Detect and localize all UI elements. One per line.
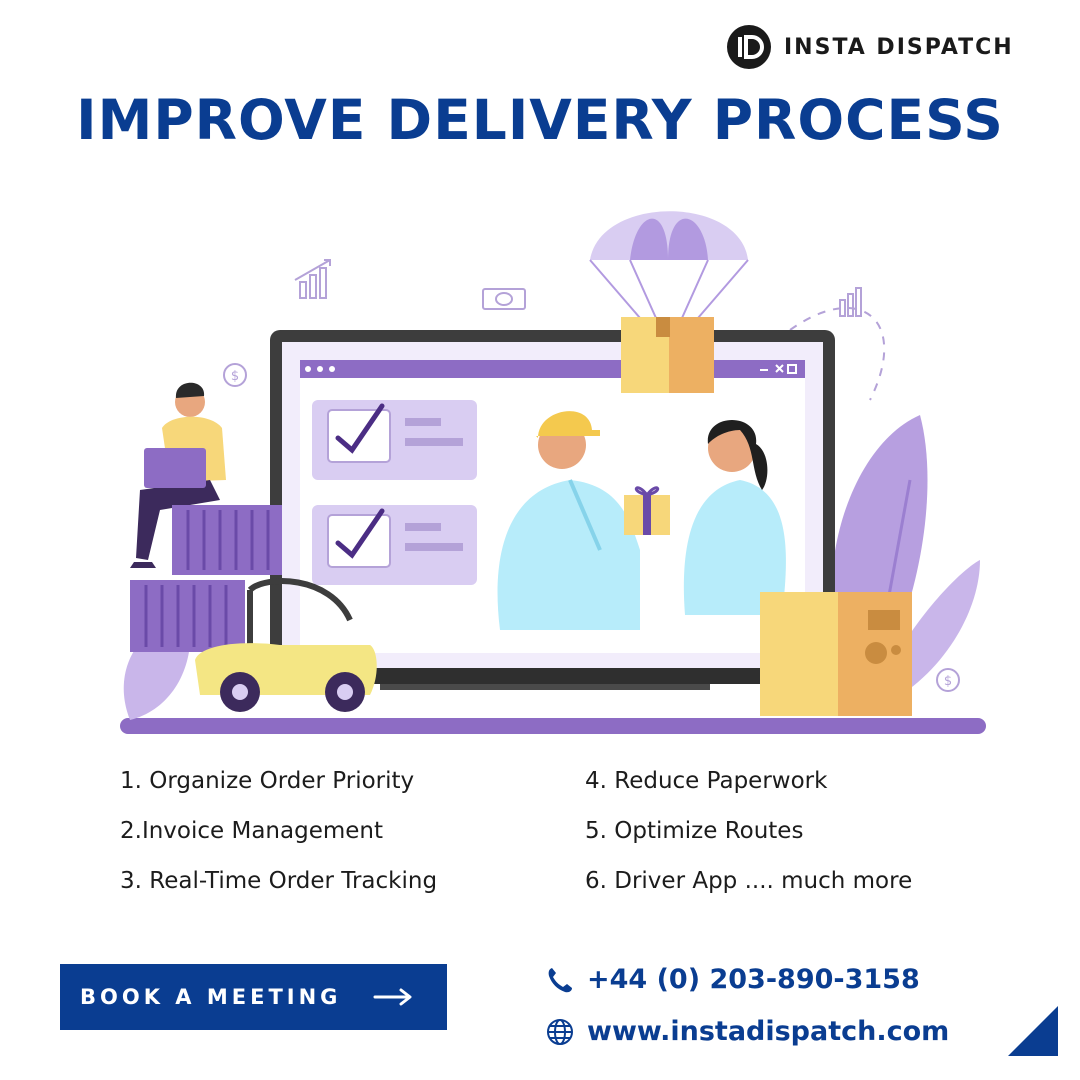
brand-name: INSTA DISPATCH	[784, 34, 1014, 60]
list-item: 2.Invoice Management	[120, 818, 383, 844]
list-item: 5. Optimize Routes	[585, 818, 804, 844]
corner-decoration	[1008, 1006, 1058, 1056]
dollar-coin-icon: $	[936, 668, 960, 692]
dashed-route	[789, 306, 886, 401]
delivery-person-icon	[497, 411, 640, 630]
delivery-illustration: $ $	[120, 211, 986, 734]
banknote-icon	[482, 288, 526, 310]
coin-symbol: $	[944, 674, 952, 689]
list-item: 4. Reduce Paperwork	[585, 768, 828, 794]
parachute-box-icon	[589, 211, 749, 393]
phone-number[interactable]: +44 (0) 203-890-3158	[587, 964, 920, 995]
book-meeting-label: BOOK A MEETING	[80, 985, 342, 1009]
list-item: 1. Organize Order Priority	[120, 768, 415, 794]
checkmark-icon	[312, 505, 477, 585]
phone-icon	[548, 967, 572, 992]
feature-list-left: 1. Organize Order Priority 2.Invoice Man…	[120, 756, 437, 906]
phone-contact[interactable]: +44 (0) 203-890-3158	[545, 964, 920, 995]
feature-list-right: 4. Reduce Paperwork 5. Optimize Routes 6…	[585, 756, 912, 906]
website-contact[interactable]: www.instadispatch.com	[545, 1016, 949, 1047]
person-with-laptop-icon	[130, 382, 226, 568]
brand-logo: INSTA DISPATCH	[726, 24, 1014, 70]
customer-icon	[683, 420, 786, 615]
list-item: 6. Driver App .... much more	[585, 868, 913, 894]
brand-logo-icon	[727, 25, 771, 69]
growth-chart-icon	[294, 259, 331, 299]
page-title: IMPROVE DELIVERY PROCESS	[76, 88, 1004, 152]
ground-shadow	[120, 718, 986, 734]
book-meeting-button[interactable]: BOOK A MEETING	[60, 964, 447, 1030]
container-icon	[172, 505, 282, 575]
cardboard-box-icon	[760, 592, 912, 716]
website-link[interactable]: www.instadispatch.com	[587, 1016, 950, 1047]
arrow-right-icon	[373, 988, 412, 1006]
checkmark-icon	[312, 400, 477, 480]
dollar-coin-icon: $	[223, 363, 247, 387]
container-icon	[130, 580, 245, 652]
coin-symbol: $	[231, 369, 239, 384]
growth-chart-icon	[839, 287, 862, 317]
forklift-icon	[195, 578, 377, 712]
globe-icon	[547, 1018, 573, 1045]
list-item: 3. Real-Time Order Tracking	[120, 868, 438, 894]
gift-box-icon	[624, 486, 670, 535]
